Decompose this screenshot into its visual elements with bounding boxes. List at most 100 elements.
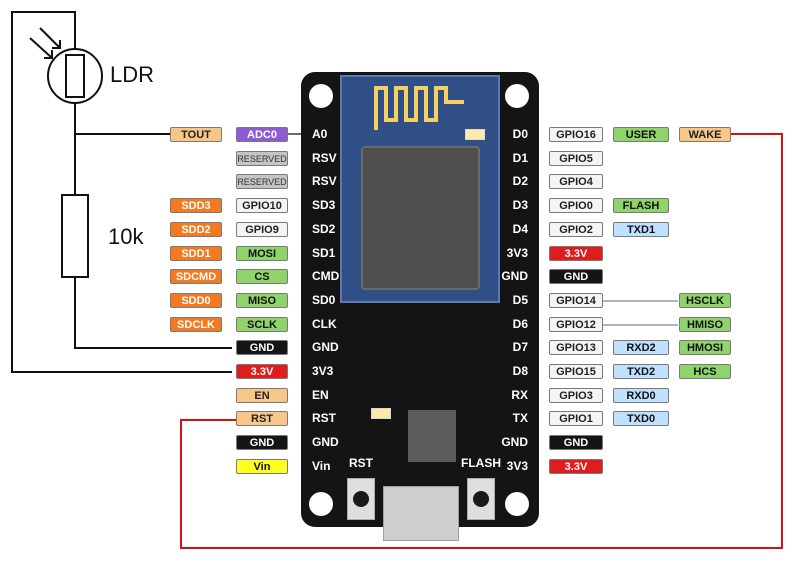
- tag-right-10-1: TXD2: [613, 364, 669, 379]
- tag-left-7-0: MISO: [236, 292, 288, 308]
- tag-left-3-1: SDD3: [170, 198, 222, 214]
- pin-label-left-7: SD0: [312, 292, 336, 307]
- pin-label-right-10: D8: [512, 364, 528, 378]
- board-led: [371, 408, 391, 419]
- pin-label-left-4: SD2: [312, 221, 336, 236]
- tag-right-13-0: GND: [549, 435, 603, 451]
- pin-label-left-11: EN: [312, 387, 329, 402]
- tag-right-4-1: TXD1: [613, 221, 669, 237]
- pin-label-left-6: CMD: [312, 269, 340, 284]
- tag-right-1-0: GPIO5: [549, 150, 603, 166]
- tag-right-8-1: HMISO: [679, 316, 731, 332]
- tag-right-6-0: GND: [549, 269, 603, 285]
- tag-right-3-0: GPIO0: [549, 198, 603, 214]
- pin-label-right-8: D6: [512, 316, 528, 331]
- tag-right-10-2: HCS: [679, 364, 731, 379]
- pin-label-left-10: 3V3: [312, 364, 334, 378]
- tag-right-10-0: GPIO15: [549, 364, 603, 379]
- pin-label-left-9: GND: [312, 340, 339, 355]
- flash-button-label: FLASH: [461, 456, 501, 470]
- tag-right-7-0: GPIO14: [549, 292, 603, 308]
- resistor-symbol: [61, 194, 89, 278]
- tag-left-2-0: RESERVED: [236, 174, 288, 190]
- pin-label-right-0: D0: [512, 127, 528, 141]
- ldr-label: LDR: [110, 62, 155, 87]
- tag-left-3-0: GPIO10: [236, 198, 288, 214]
- tag-right-3-1: FLASH: [613, 198, 669, 214]
- tag-right-12-0: GPIO1: [549, 411, 603, 427]
- pin-label-right-7: D5: [512, 292, 528, 307]
- ldr-to-3v3-wire: [11, 11, 232, 373]
- tag-left-8-1: SDCLK: [170, 316, 222, 332]
- tag-left-1-0: RESERVED: [236, 150, 288, 166]
- rf-shield: [361, 146, 480, 290]
- tag-right-9-2: HMOSI: [679, 340, 731, 356]
- resistor-to-gnd-wire: [74, 277, 232, 349]
- rst-button[interactable]: [347, 478, 375, 520]
- mount-hole-tr: [505, 84, 529, 108]
- tag-left-11-0: EN: [236, 387, 288, 403]
- pin-label-left-8: CLK: [312, 316, 337, 331]
- tag-left-0-1: TOUT: [170, 127, 222, 142]
- ldr-to-a0-wire: [74, 100, 170, 135]
- tag-right-0-2: WAKE: [679, 127, 731, 142]
- tag-left-5-1: SDD1: [170, 245, 222, 261]
- tag-left-9-0: GND: [236, 340, 288, 356]
- tag-right-0-1: USER: [613, 127, 669, 142]
- tag-left-14-0: Vin: [236, 458, 288, 474]
- tag-right-8-0: GPIO12: [549, 316, 603, 332]
- rst-wake-wire: [180, 133, 783, 549]
- antenna-trace: [374, 86, 464, 130]
- tag-left-8-0: SCLK: [236, 316, 288, 332]
- pin-label-left-0: A0: [312, 127, 328, 141]
- pin-label-right-12: TX: [512, 411, 528, 426]
- pin-label-right-9: D7: [512, 340, 528, 355]
- tag-left-4-1: SDD2: [170, 221, 222, 237]
- tag-right-0-0: GPIO16: [549, 127, 603, 142]
- tag-right-9-0: GPIO13: [549, 340, 603, 356]
- pin-label-right-14: 3V3: [506, 458, 528, 473]
- tag-right-4-0: GPIO2: [549, 221, 603, 237]
- pin-label-right-2: D2: [512, 174, 528, 189]
- pin-label-right-5: 3V3: [506, 245, 528, 260]
- pin-label-right-11: RX: [511, 387, 528, 402]
- tag-right-11-1: RXD0: [613, 387, 669, 403]
- tag-left-7-1: SDD0: [170, 292, 222, 308]
- pin-label-left-12: RST: [312, 411, 336, 426]
- tag-right-5-0: 3.3V: [549, 245, 603, 261]
- pin-label-left-3: SD3: [312, 198, 336, 213]
- tag-left-6-1: SDCMD: [170, 269, 222, 285]
- tag-left-4-0: GPIO9: [236, 221, 288, 237]
- tag-left-6-0: CS: [236, 269, 288, 285]
- tag-right-2-0: GPIO4: [549, 174, 603, 190]
- tag-right-7-1: HSCLK: [679, 292, 731, 308]
- pin-label-right-4: D4: [512, 221, 528, 236]
- tag-left-12-0: RST: [236, 411, 288, 427]
- flash-button[interactable]: [467, 478, 495, 520]
- tag-right-9-1: RXD2: [613, 340, 669, 356]
- ldr-symbol: [29, 27, 103, 104]
- pin-label-left-1: RSV: [312, 150, 337, 165]
- pin-label-left-14: Vin: [312, 458, 331, 473]
- pin-label-right-6: GND: [501, 269, 528, 284]
- pin-label-left-13: GND: [312, 435, 339, 450]
- tag-left-0-0: ADC0: [236, 127, 288, 142]
- module-led: [465, 129, 485, 140]
- rst-button-label: RST: [349, 456, 373, 470]
- tag-right-14-0: 3.3V: [549, 458, 603, 474]
- mount-hole-bl: [309, 492, 333, 516]
- mount-hole-tl: [309, 84, 333, 108]
- usb-uart-chip: [408, 410, 456, 462]
- tag-left-10-0: 3.3V: [236, 364, 288, 379]
- pin-label-left-5: SD1: [312, 245, 336, 260]
- pin-label-right-1: D1: [512, 150, 528, 165]
- micro-usb-port[interactable]: [383, 486, 459, 541]
- tag-left-5-0: MOSI: [236, 245, 288, 261]
- pin-label-right-3: D3: [512, 198, 528, 213]
- mount-hole-br: [505, 492, 529, 516]
- tag-right-11-0: GPIO3: [549, 387, 603, 403]
- pin-label-right-13: GND: [501, 435, 528, 450]
- pin-label-left-2: RSV: [312, 174, 337, 189]
